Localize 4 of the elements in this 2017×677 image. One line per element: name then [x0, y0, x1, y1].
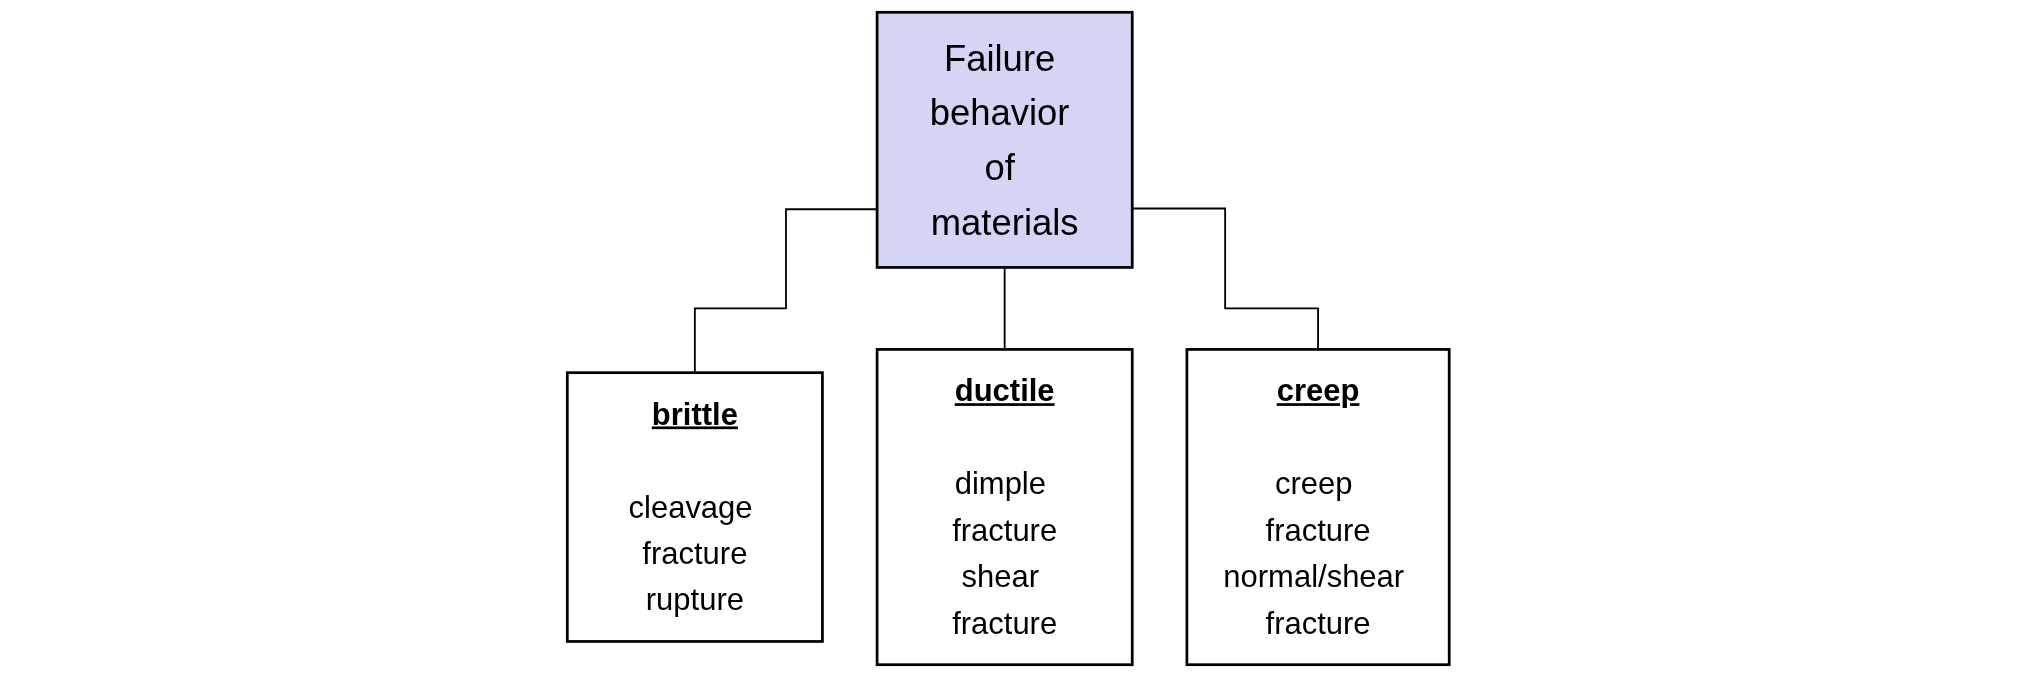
node-box: creep creep fracture normal/shear fracture	[1185, 348, 1451, 667]
node-box: ductile dimple fracture shear fracture	[876, 348, 1134, 667]
node-box: brittle cleavage fracture rupture	[566, 371, 825, 643]
node-box: Failure behavior of materials	[876, 10, 1134, 269]
